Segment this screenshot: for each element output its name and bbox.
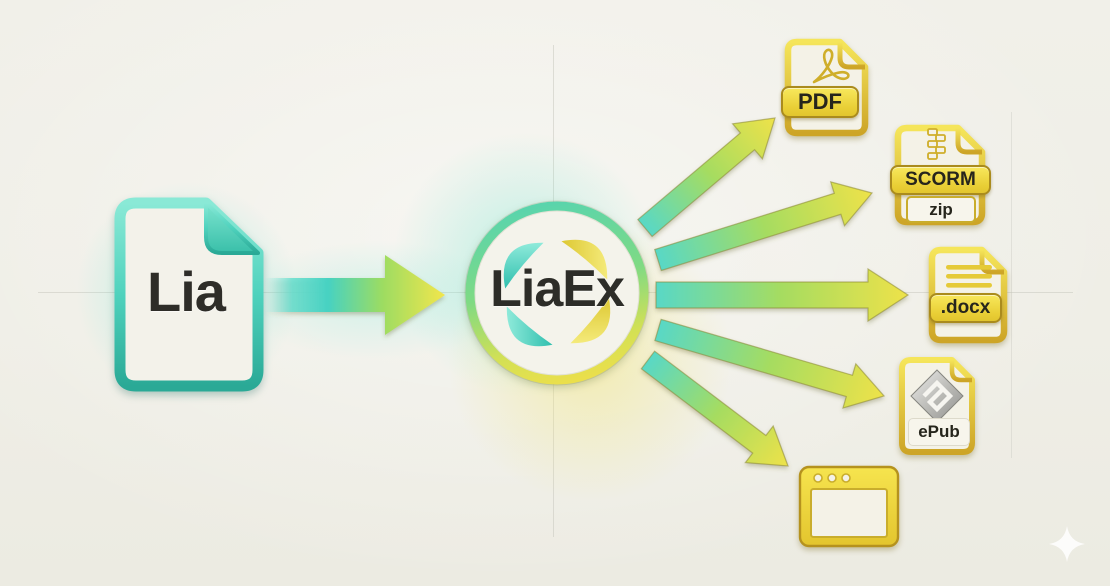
docx-file-icon: .docx [920,244,1014,348]
folded-corner [979,250,1004,275]
hub-crescent-bottom-right [570,297,611,344]
liaex-ring [464,200,650,386]
zipper-icon [927,128,946,160]
arrow-to-docx [655,267,910,323]
scorm-banner: SCORM [890,165,991,195]
arrow-to-pdf [637,117,776,238]
text-lines-icon [946,265,992,288]
epub-box: ePub [908,418,970,446]
sparkle-icon [1049,526,1085,562]
scorm-zip-file-icon: SCORM zip [886,122,992,226]
browser-window-shape [798,465,900,548]
folded-corner [955,128,982,155]
docx-banner: .docx [929,293,1002,323]
browser-content-area [810,488,888,538]
folded-corner [837,42,865,70]
hub-crescent-top-right [561,239,608,280]
lia-label: Lia [147,260,226,323]
hub-crescent-top-left [503,242,544,289]
scorm-label: SCORM [905,169,976,190]
arrow-to-epub [654,318,886,409]
browser-window-icon [794,460,906,554]
lia-source-file-icon: Lia [114,197,264,393]
guide-line-vertical-right [1011,112,1013,458]
zip-label: zip [929,199,953,219]
arrow-to-scorm [653,181,874,272]
pdf-label: PDF [798,89,842,114]
window-buttons-icon [813,473,851,483]
epub-file-icon: ePub [894,354,984,462]
pdf-banner: PDF [781,86,859,118]
main-arrow [265,255,445,335]
liaex-label: LiaEx [490,260,625,318]
docx-label: .docx [940,297,991,318]
lia-document-shape [114,197,264,392]
acrobat-glyph-icon [812,48,850,84]
pdf-file-icon: PDF [774,36,874,142]
epub-label: ePub [918,422,960,441]
arrow-to-browser [640,350,789,467]
hub-crescent-bottom-left [506,306,553,347]
folded-corner [949,360,972,383]
liaex-hub: LiaEx [437,173,677,413]
zip-box: zip [906,196,976,223]
folded-corner [204,201,260,255]
